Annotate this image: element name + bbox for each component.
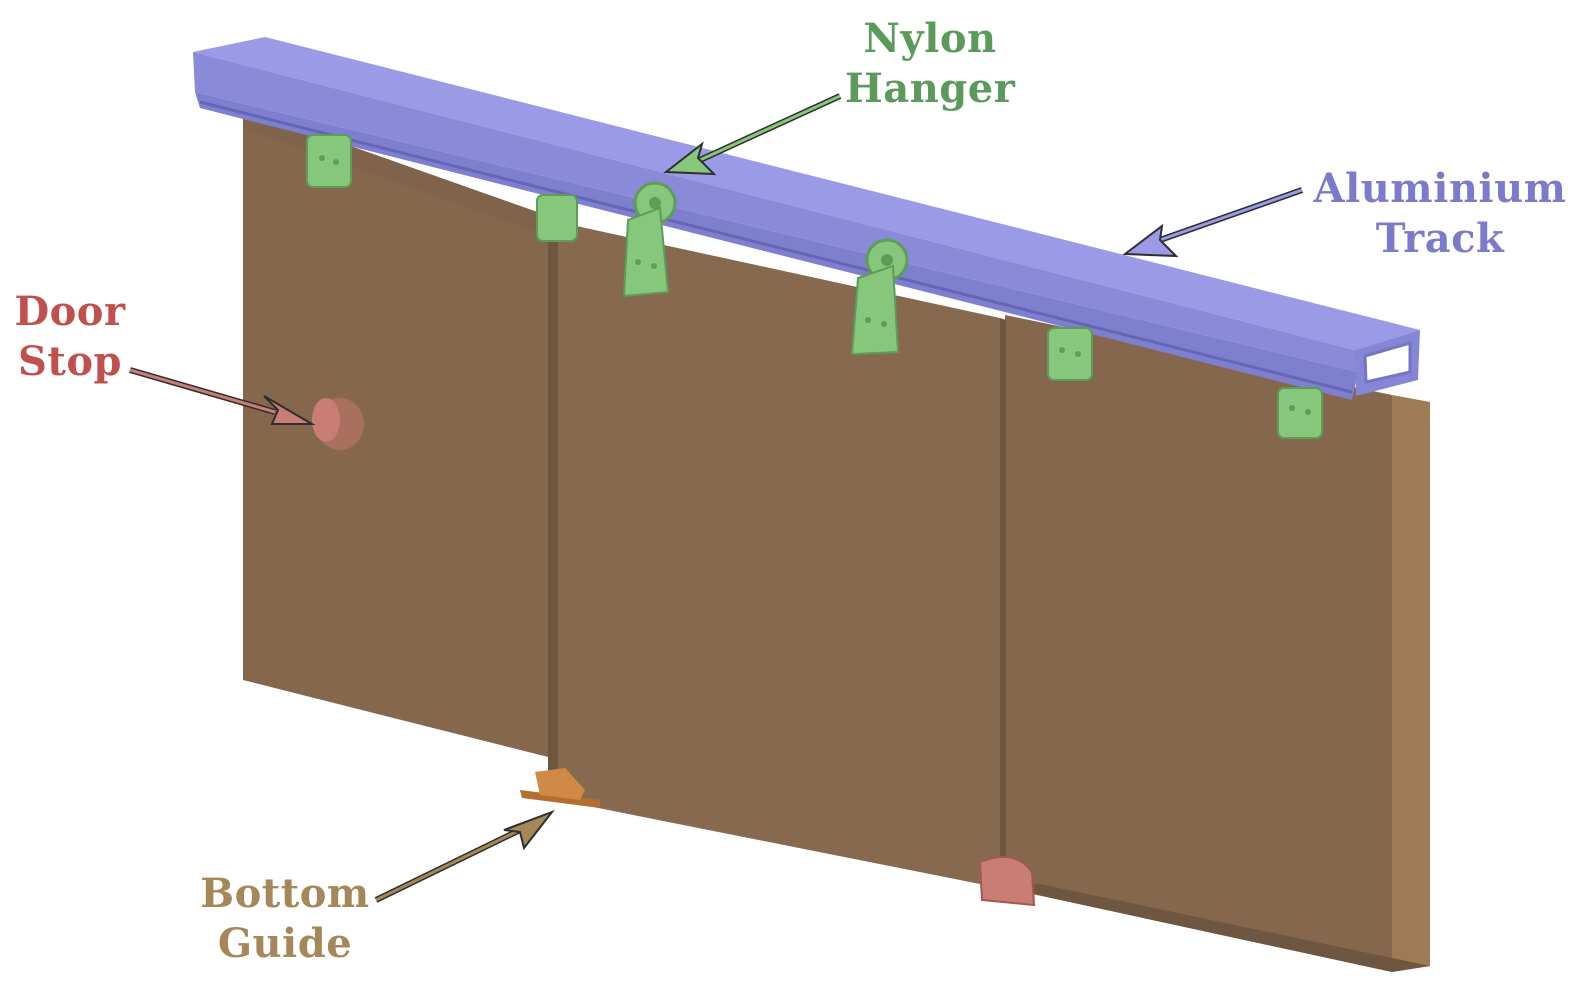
nylon-hanger-1 — [622, 181, 677, 298]
nylon-hanger-2 — [850, 238, 909, 356]
label-nylon-hanger-line2: Hanger — [845, 65, 1016, 112]
door-stop — [312, 398, 364, 450]
arrow-to-hanger — [663, 93, 842, 176]
right-door-panel — [1005, 315, 1430, 972]
floor-door-stop — [978, 855, 1036, 907]
back-door-panel — [243, 108, 560, 760]
label-aluminium-track: Aluminium Track — [1305, 164, 1575, 264]
label-door-stop-line2: Stop — [17, 338, 122, 385]
hanger-bracket-right-2 — [1277, 387, 1323, 439]
label-nylon-hanger-line1: Nylon — [863, 15, 997, 62]
arrow-to-door-stop — [129, 367, 316, 425]
label-bottom-guide: Bottom Guide — [190, 869, 380, 969]
hanger-bracket-back-2 — [536, 194, 578, 242]
arrow-to-bottom-guide — [374, 809, 555, 903]
label-door-stop: Door Stop — [0, 287, 140, 387]
label-nylon-hanger: Nylon Hanger — [845, 14, 1015, 114]
bottom-guide — [520, 768, 600, 808]
label-bottom-guide-line1: Bottom — [200, 870, 370, 917]
label-door-stop-line1: Door — [14, 288, 126, 335]
aluminium-track — [193, 37, 1420, 400]
arrow-to-track — [1122, 187, 1303, 258]
hanger-bracket-back-1 — [306, 134, 352, 188]
hanger-bracket-right-1 — [1047, 327, 1093, 381]
label-aluminium-track-line2: Track — [1375, 215, 1505, 262]
middle-door-panel — [548, 222, 1006, 890]
label-bottom-guide-line2: Guide — [217, 920, 353, 967]
label-aluminium-track-line1: Aluminium — [1313, 165, 1567, 212]
